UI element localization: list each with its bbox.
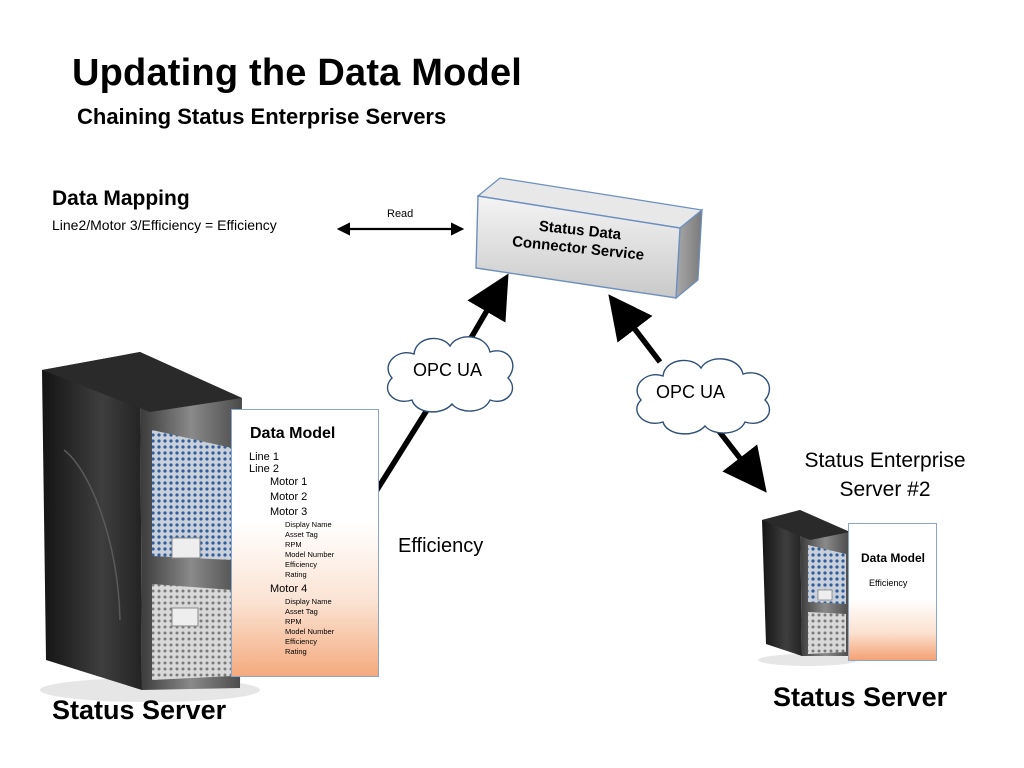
tree-motor-3: Motor 3 — [270, 506, 308, 518]
enterprise-server-label-line2: Server #2 — [839, 478, 931, 501]
tree-motor3-field: Rating — [285, 570, 307, 579]
page-subtitle: Chaining Status Enterprise Servers — [77, 104, 447, 129]
tree-motor3-field: Model Number — [285, 550, 335, 559]
cloud-shape-1 — [386, 336, 514, 413]
data-model-title: Data Model — [250, 425, 336, 442]
enterprise-server-label-line1: Status Enterprise — [804, 449, 966, 472]
connector-service-box — [475, 177, 704, 300]
data-model-2-item: Efficiency — [869, 578, 908, 588]
opc-arrow-right-up — [608, 294, 663, 364]
cloud-label-2: OPC UA — [656, 382, 726, 402]
status-server-2-tower — [758, 510, 858, 666]
enterprise-server-2-label: Status Enterprise Server #2 — [790, 446, 980, 504]
page-title: Updating the Data Model — [72, 52, 523, 94]
read-label: Read — [387, 208, 414, 220]
data-model-panel-2: Data Model Efficiency — [848, 523, 937, 661]
tree-motor-2: Motor 2 — [270, 491, 308, 503]
opc-arrow-right-down — [712, 424, 767, 493]
tree-motor3-field: Display Name — [285, 520, 332, 529]
data-mapping-rule: Line2/Motor 3/Efficiency = Efficiency — [52, 217, 277, 233]
tree-motor4-field: Display Name — [285, 597, 332, 606]
tree-motor-1: Motor 1 — [270, 476, 308, 488]
tree-motor3-field: RPM — [285, 540, 302, 549]
data-mapping-heading: Data Mapping — [52, 187, 190, 210]
status-server-tower — [40, 352, 260, 702]
tree-motor3-field: Efficiency — [285, 560, 317, 569]
tree-motor4-field: Model Number — [285, 627, 335, 636]
tree-motor3-field: Asset Tag — [285, 530, 318, 539]
data-model-2-title: Data Model — [861, 551, 926, 565]
status-server-2-caption: Status Server — [773, 682, 948, 712]
data-model-tree: Line 1 Line 2 Motor 1 Motor 2 Motor 3 Di… — [249, 451, 378, 657]
tree-line-2: Line 2 — [249, 463, 279, 475]
tree-motor4-field: Asset Tag — [285, 607, 318, 616]
efficiency-label: Efficiency — [398, 535, 484, 557]
status-server-caption: Status Server — [52, 695, 227, 725]
data-model-panel: Data Model Line 1 Line 2 Motor 1 Motor 2… — [231, 409, 379, 677]
tree-motor-4: Motor 4 — [270, 583, 308, 595]
tree-line-1: Line 1 — [249, 451, 279, 463]
cloud-label-1: OPC UA — [413, 360, 483, 380]
tree-motor4-field: Rating — [285, 647, 307, 656]
tree-motor4-field: Efficiency — [285, 637, 317, 646]
cloud-shape-2 — [636, 358, 771, 435]
tree-motor4-field: RPM — [285, 617, 302, 626]
